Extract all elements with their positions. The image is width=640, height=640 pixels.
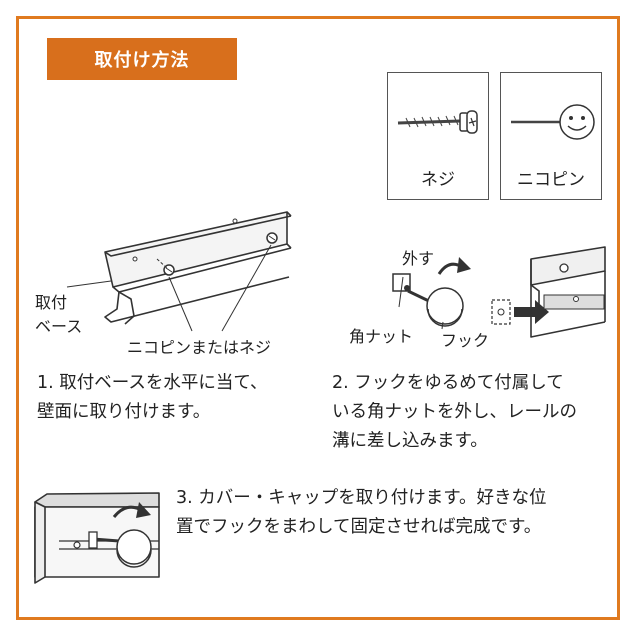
legend-card-pin: ニコピン	[500, 72, 602, 200]
base-label-line1: 取付	[35, 293, 68, 312]
base-label-line2: ベース	[35, 317, 83, 336]
smiley-pin-icon	[511, 104, 595, 140]
step2-text-line1: 2. フックをゆるめて付属して	[332, 373, 564, 393]
hook-label: フック	[441, 331, 490, 350]
step1-diagram	[66, 211, 292, 332]
step2-text-line3: 溝に差し込みます。	[332, 431, 488, 451]
screw-icon	[397, 110, 478, 134]
section-title: 取付け方法	[47, 38, 237, 80]
step1-text: 1. 取付ベースを水平に当て、 壁面に取り付けます。	[37, 369, 337, 427]
step3-text-line2: 置でフックをまわして固定させれば完成です。	[176, 517, 542, 537]
pin-label: ニコピン	[517, 170, 585, 190]
step3-diagram	[34, 492, 160, 584]
step3-text-line1: 3. カバー・キャップを取り付けます。好きな位	[176, 488, 547, 508]
step1-text-line2: 壁面に取り付けます。	[37, 402, 211, 422]
step1-text-line1: 1. 取付ベースを水平に当て、	[37, 373, 268, 393]
screw-label: ネジ	[421, 170, 455, 190]
square-nut-label: 角ナット	[349, 327, 414, 346]
step3-text: 3. カバー・キャップを取り付けます。好きな位 置でフックをまわして固定させれば…	[176, 484, 616, 542]
step2-diagram	[392, 246, 606, 338]
step2-text: 2. フックをゆるめて付属して いる角ナットを外し、レールの 溝に差し込みます。	[332, 369, 622, 456]
step2-text-line2: いる角ナットを外し、レールの	[332, 402, 577, 422]
pin-or-screw-label: ニコピンまたはネジ	[127, 338, 272, 357]
instruction-frame: 取付け方法 ネジ ニコピン	[16, 16, 620, 620]
legend-card-screw: ネジ	[387, 72, 489, 200]
remove-label: 外す	[402, 249, 435, 268]
